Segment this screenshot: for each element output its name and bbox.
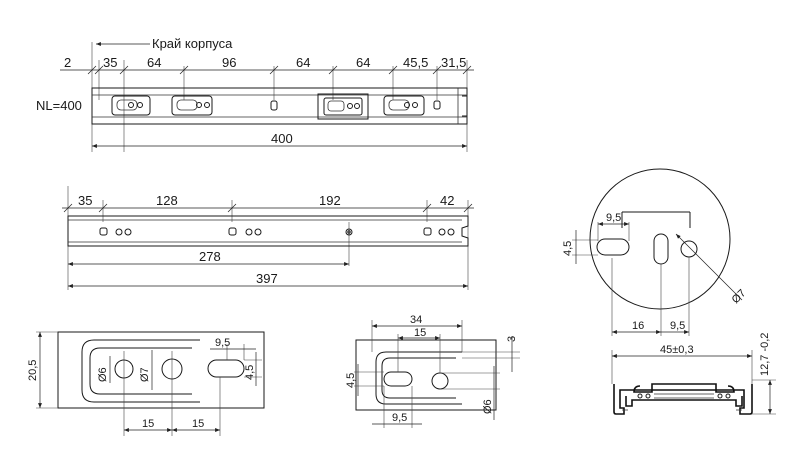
mid-hole [431,372,449,390]
dim-278: 278 [199,249,221,264]
side-holes [99,227,455,236]
side-view: 35 128 192 42 278 397 [62,186,474,290]
side-chain-ticks [63,203,473,213]
rd-dim-16: 16 [632,320,644,332]
top-slot-features [111,93,441,120]
detail-left: 20,5 15 15 Ø6 Ø7 9,5 4,5 [27,331,265,436]
profile-section: 45±0,3 12,7 -0,2 [611,333,776,415]
mid-dim-4-5: 4,5 [345,373,357,388]
nl-label: NL=400 [36,98,82,113]
dim-31-5: 31,5 [441,55,466,70]
rd-slot-h: 4,5 [562,241,574,256]
mid-dim-9-5: 9,5 [392,412,407,424]
slot-left [207,359,245,378]
dim-64a: 64 [147,55,161,70]
rd-dim-9-5: 9,5 [670,320,685,332]
top-extension-lines [91,42,468,152]
dim-42: 42 [440,193,454,208]
detail-circle [589,168,731,310]
dim-35-side: 35 [78,193,92,208]
left-dim-d6: Ø6 [97,367,109,382]
dim-2: 2 [64,55,71,70]
dim-64c: 64 [356,55,370,70]
top-view: Край корпуса 2 35 64 [36,36,474,152]
left-dim-15a: 15 [142,418,154,430]
left-dim-4-5: 4,5 [244,365,256,380]
round-detail: 9,5 4,5 16 9,5 Ø7 [562,168,749,336]
mid-dim-3: 3 [506,336,518,342]
dim-397: 397 [256,271,278,286]
dim-45-5: 45,5 [403,55,428,70]
left-dim-15b: 15 [192,418,204,430]
dim-192: 192 [319,193,341,208]
left-plate [57,331,265,409]
side-rail-body [67,215,469,247]
outer-profile [613,384,753,415]
profile-height: 12,7 -0,2 [759,333,771,376]
edge-caption: Край корпуса [152,36,233,51]
mid-dim-15: 15 [414,327,426,339]
left-dim-d7: Ø7 [139,367,151,382]
detail-mid: 34 15 3 4,5 9,5 Ø6 [345,314,520,428]
inner-profile [633,383,735,393]
rd-slot-w: 9,5 [606,212,621,224]
dim-96: 96 [222,55,236,70]
dim-64b: 64 [296,55,310,70]
profile-width: 45±0,3 [660,344,694,356]
dim-128: 128 [156,193,178,208]
mid-slot [383,371,413,387]
middle-profile [625,396,743,407]
dim-400: 400 [271,131,293,146]
top-chain-ticks [87,65,472,75]
top-rail-body [91,87,468,125]
dim-35: 35 [103,55,117,70]
left-dim-9-5: 9,5 [215,337,230,349]
mid-plate [355,339,497,411]
mid-dim-34: 34 [410,314,422,326]
mid-dim-d6: Ø6 [482,399,494,414]
left-dim-20-5: 20,5 [27,360,39,381]
